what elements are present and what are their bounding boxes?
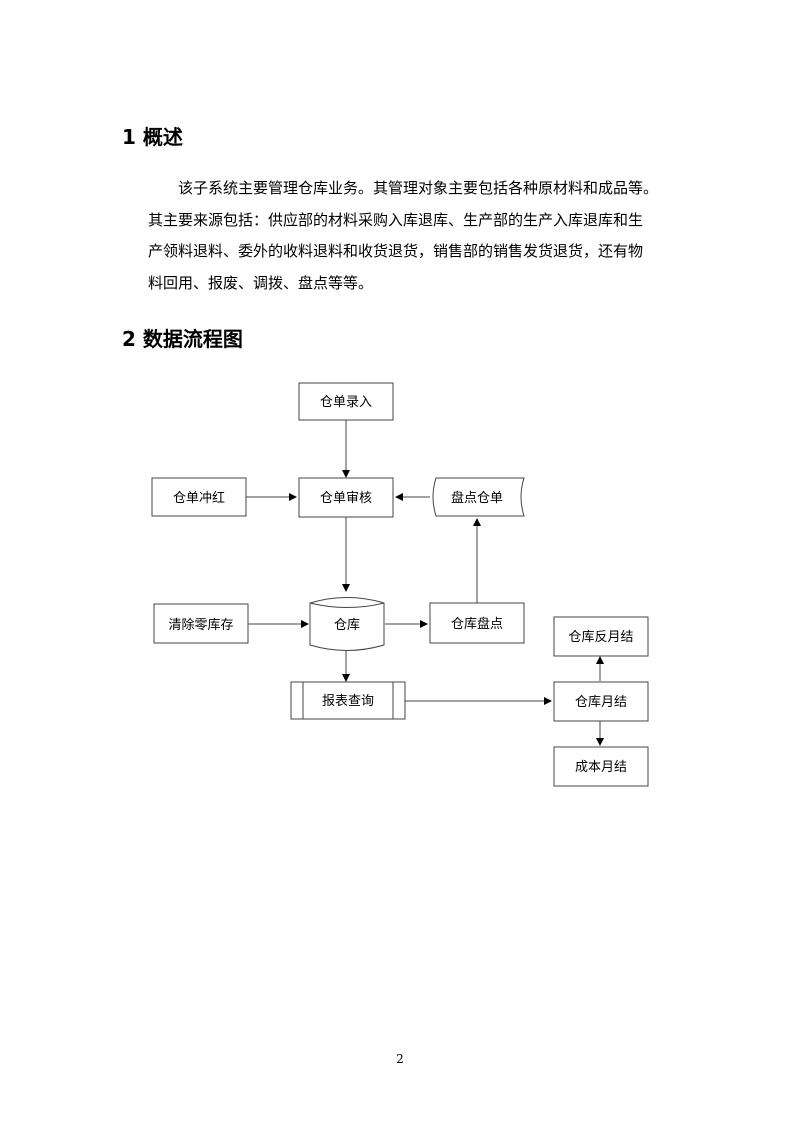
- page-number: 2: [396, 1052, 404, 1066]
- node-warehouse-datastore: 仓库: [309, 597, 385, 651]
- node-label: 报表查询: [322, 694, 374, 709]
- node-label: 仓库月结: [575, 694, 627, 710]
- node-label: 仓单审核: [320, 491, 372, 506]
- node-label: 盘点仓单: [451, 490, 503, 506]
- node-warehouse-red-flush: 仓单冲红: [151, 477, 247, 517]
- section-heading-data-flow: 2 数据流程图: [122, 327, 243, 351]
- paragraph-line: 该子系统主要管理仓库业务。其管理对象主要包括各种原材料和成品等。: [178, 179, 659, 197]
- node-label: 仓库: [334, 617, 360, 633]
- node-reverse-month-close: 仓库反月结: [553, 616, 649, 657]
- paragraph-line: 其主要来源包括：供应部的材料采购入库退库、生产部的生产入库退库和生: [148, 210, 644, 229]
- node-warehouse-entry: 仓单录入: [298, 382, 394, 421]
- paragraph-line: 料回用、报废、调拨、盘点等等。: [148, 273, 374, 292]
- section-heading-overview: 1 概述: [122, 125, 183, 149]
- node-label: 清除零库存: [168, 617, 233, 633]
- node-warehouse-audit: 仓单审核: [298, 477, 394, 518]
- node-label: 仓库盘点: [451, 616, 503, 632]
- node-stocktake-document: 盘点仓单: [432, 477, 525, 517]
- node-label: 成本月结: [575, 760, 627, 775]
- node-label: 仓单冲红: [173, 490, 225, 506]
- node-report-query: 报表查询: [290, 681, 406, 720]
- node-label: 仓单录入: [320, 395, 372, 410]
- node-cost-month-close: 成本月结: [553, 746, 649, 787]
- node-label: 仓库反月结: [568, 629, 633, 645]
- node-clear-zero-stock: 清除零库存: [153, 603, 249, 644]
- overview-paragraph: 该子系统主要管理仓库业务。其管理对象主要包括各种原材料和成品等。 其主要来源包括…: [148, 173, 658, 299]
- node-warehouse-stocktake: 仓库盘点: [429, 602, 525, 644]
- node-warehouse-month-close: 仓库月结: [553, 681, 649, 722]
- paragraph-line: 产领料退料、委外的收料退料和收货退货，销售部的销售发货退货，还有物: [148, 242, 644, 261]
